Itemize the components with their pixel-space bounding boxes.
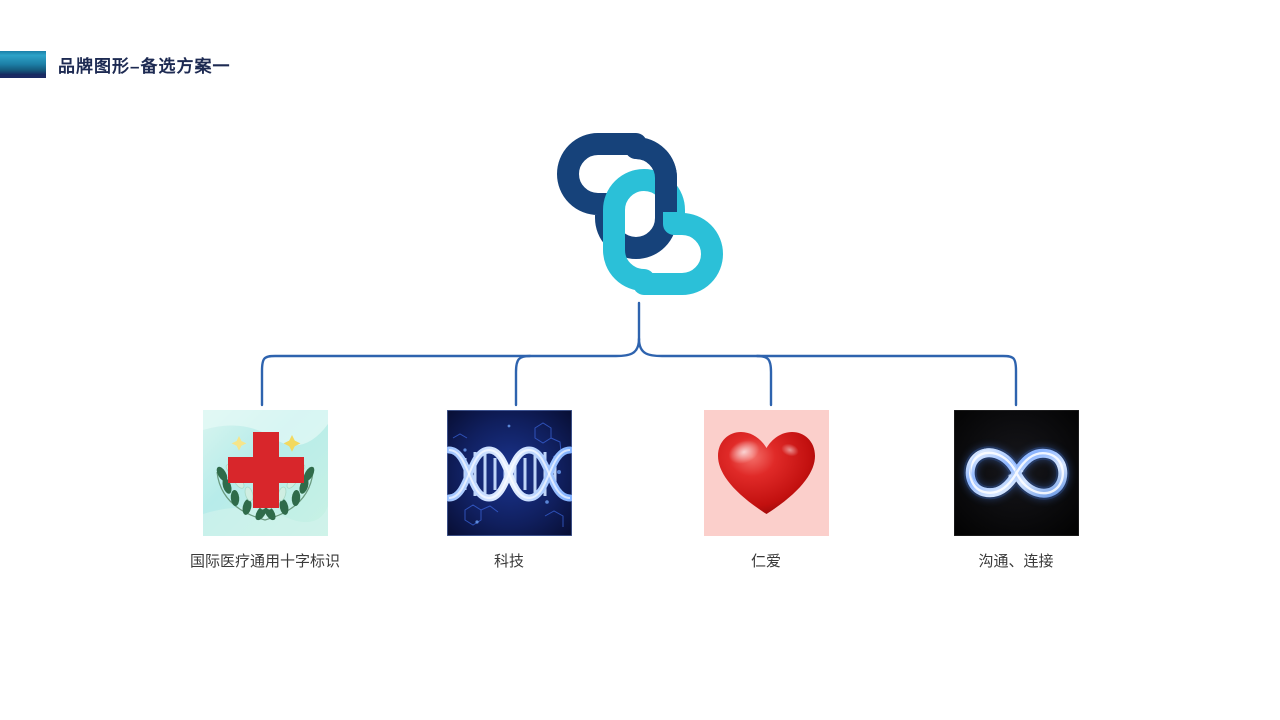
header-accent-block — [0, 50, 46, 78]
page-title: 品牌图形–备选方案一 — [58, 56, 231, 76]
infinity-icon — [953, 410, 1079, 536]
item-label: 国际医疗通用十字标识 — [189, 553, 340, 570]
item-label: 科技 — [493, 553, 524, 570]
red-heart-icon — [703, 410, 829, 536]
concept-items: 国际医疗通用十字标识 — [0, 410, 1280, 590]
slide-header: 品牌图形–备选方案一 — [0, 48, 230, 80]
logo-interlock-overlay — [622, 150, 677, 212]
red-cross-icon — [202, 410, 328, 536]
concept-item: 科技 — [399, 410, 619, 571]
item-label: 仁爱 — [750, 553, 781, 570]
concept-item: 沟通、连接 — [906, 410, 1126, 571]
item-label: 沟通、连接 — [978, 553, 1054, 570]
concept-item: 仁爱 — [656, 410, 876, 571]
brand-logo — [556, 128, 724, 300]
connector-tree — [260, 301, 1018, 407]
dna-helix-icon — [446, 410, 572, 536]
concept-item: 国际医疗通用十字标识 — [155, 410, 375, 571]
